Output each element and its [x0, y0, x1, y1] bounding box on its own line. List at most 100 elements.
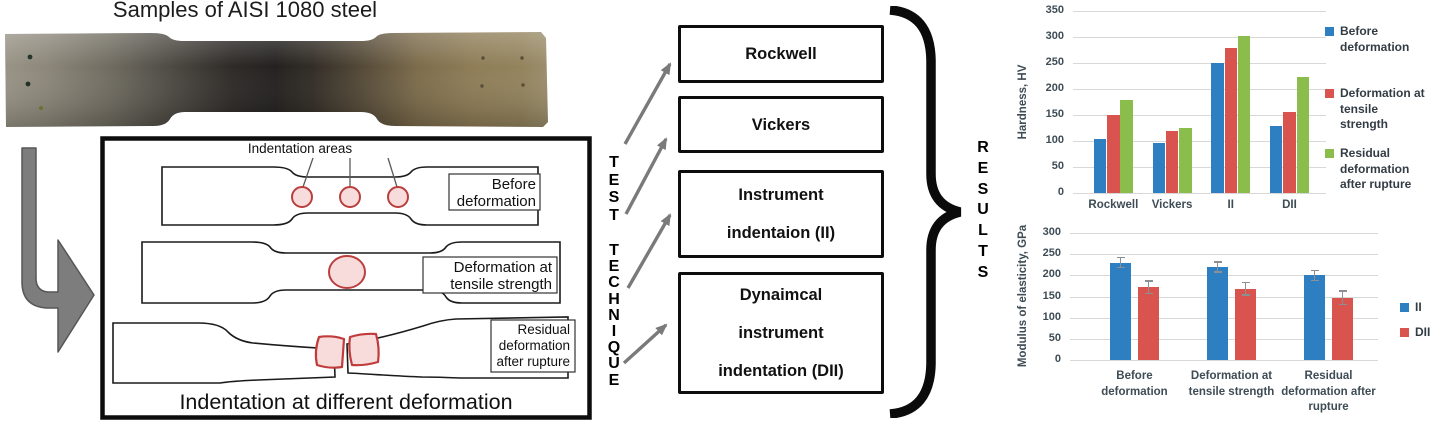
legend-item: DII [1400, 325, 1440, 341]
stage-label-box-2 [422, 256, 558, 294]
stage-label-1-line2: deformation [457, 193, 536, 210]
indentation-areas-label: Indentation areas [248, 141, 353, 156]
diagram-caption: Indentation at different deformation [179, 390, 512, 414]
y-tick-label: 0 [1057, 186, 1064, 198]
grid-line [1073, 115, 1326, 116]
error-bar-cap [1213, 261, 1222, 263]
grid-line [1073, 63, 1326, 64]
bar-ii-0 [1110, 262, 1131, 360]
x-tick-label: Rockwell [1088, 199, 1139, 211]
bar-residual-deformation-after-rupture-2 [1237, 36, 1251, 193]
vertical-letter: I [611, 323, 617, 341]
error-bar-cap [1310, 279, 1319, 282]
specimen-dot [521, 83, 525, 87]
bar-before-deformation-3 [1269, 125, 1283, 193]
bar-residual-deformation-after-rupture-0 [1120, 100, 1133, 193]
error-bar-cap [1116, 256, 1125, 259]
test-box-vickers: Vickers [678, 96, 884, 153]
y-tick-label: 300 [1042, 226, 1061, 238]
flow-arrow-down-icon [21, 147, 95, 353]
x-tick-label: Deformation at tensile strength [1188, 370, 1275, 398]
y-tick-label: 250 [1045, 56, 1064, 68]
x-tick-label: Residual deformation after rupture [1281, 370, 1376, 413]
error-bar-cap [1241, 281, 1250, 284]
y-tick-label: 200 [1042, 268, 1061, 281]
indentation-circle-large [328, 255, 366, 289]
test-box-ii-line1: Instrument [738, 186, 824, 204]
legend-item: Before deformation [1325, 24, 1427, 55]
bar-deformation-at-tensile-strength-0 [1107, 115, 1120, 193]
y-tick-label: 250 [1042, 247, 1061, 260]
grid-line [1073, 11, 1326, 12]
rupture-piece-left [314, 335, 346, 369]
grid-line [1073, 37, 1326, 38]
legend-marker [1325, 27, 1334, 36]
y-tick-label: 150 [1042, 289, 1061, 302]
bar-ii-1 [1207, 266, 1228, 360]
legend-marker [1325, 89, 1334, 98]
legend-marker [1325, 149, 1334, 158]
bar-deformation-at-tensile-strength-3 [1283, 111, 1296, 193]
vertical-letter: N [608, 306, 620, 324]
bar-residual-deformation-after-rupture-3 [1296, 76, 1309, 193]
error-bar-cap [1116, 266, 1125, 269]
stage-label-box-1 [448, 173, 541, 211]
grid-line [1073, 193, 1326, 194]
vertical-letter: U [977, 201, 989, 219]
x-tick-label: Before deformation [1101, 370, 1168, 398]
bar-deformation-at-tensile-strength-1 [1165, 131, 1179, 193]
bar-dii-0 [1138, 287, 1159, 360]
vertical-letter: T [609, 242, 619, 259]
vertical-letter: E [608, 371, 620, 389]
y-tick-label: 0 [1054, 353, 1061, 365]
error-bar-stem [1119, 257, 1122, 268]
error-bar-cap [1144, 280, 1153, 282]
legend-marker [1400, 328, 1409, 337]
y-axis-title: Hardness, HV [1017, 64, 1029, 140]
grid-line [1070, 254, 1378, 256]
y-tick-label: 350 [1045, 4, 1064, 16]
error-bar-stem [1244, 282, 1247, 296]
specimen-dot [480, 84, 484, 88]
error-bar-stem [1216, 261, 1219, 272]
y-tick-label: 150 [1045, 108, 1064, 120]
y-tick-label: 200 [1045, 82, 1064, 94]
test-box-ii: Instrument indentaion (II) [678, 170, 884, 258]
error-bar-stem [1341, 290, 1344, 305]
error-bar-stem [1313, 270, 1316, 281]
results-brace [889, 6, 962, 418]
grid-line [1073, 89, 1326, 90]
test-box-rockwell: Rockwell [678, 25, 884, 83]
stage-label-3-line3: after rupture [496, 354, 570, 369]
test-box-vickers-label: Vickers [751, 115, 811, 134]
y-tick-label: 50 [1051, 160, 1064, 172]
x-tick-label: DII [1282, 199, 1297, 211]
indentation-diagram: Indentation areas Before deformation Def… [100, 136, 592, 420]
vertical-letter: E [608, 258, 620, 276]
y-axis-title: Modulus of elasticity, GPa [1017, 224, 1029, 368]
bar-deformation-at-tensile-strength-2 [1224, 48, 1237, 193]
vertical-letter: T [609, 206, 619, 224]
legend-label: Before deformation [1340, 24, 1410, 54]
specimen-dot [25, 81, 31, 87]
arrow-to-rockwell [623, 62, 672, 145]
specimen-outline-before [161, 166, 539, 226]
vertical-letter: T [609, 154, 619, 171]
legend-item: Deformation at tensile strength [1325, 86, 1427, 133]
error-bar-cap [1338, 290, 1347, 292]
x-tick-label: II [1227, 199, 1234, 211]
vertical-letter: E [608, 171, 620, 189]
vertical-letter: S [977, 263, 989, 281]
vertical-letter: Q [607, 339, 621, 357]
figure-title: Samples of AISI 1080 steel [112, 0, 378, 22]
error-bar-cap [1241, 294, 1250, 296]
test-box-dii: Dynaimcal instrument indentation (DII) [678, 272, 884, 394]
test-box-dii-line1: Dynaimcal [739, 286, 823, 304]
specimen-outline-tensile [141, 241, 561, 304]
grid-line [1070, 360, 1378, 361]
specimen-dot [520, 56, 524, 60]
indentation-circle [387, 186, 409, 208]
leader-line [302, 157, 314, 188]
flow-arrows [622, 62, 672, 365]
